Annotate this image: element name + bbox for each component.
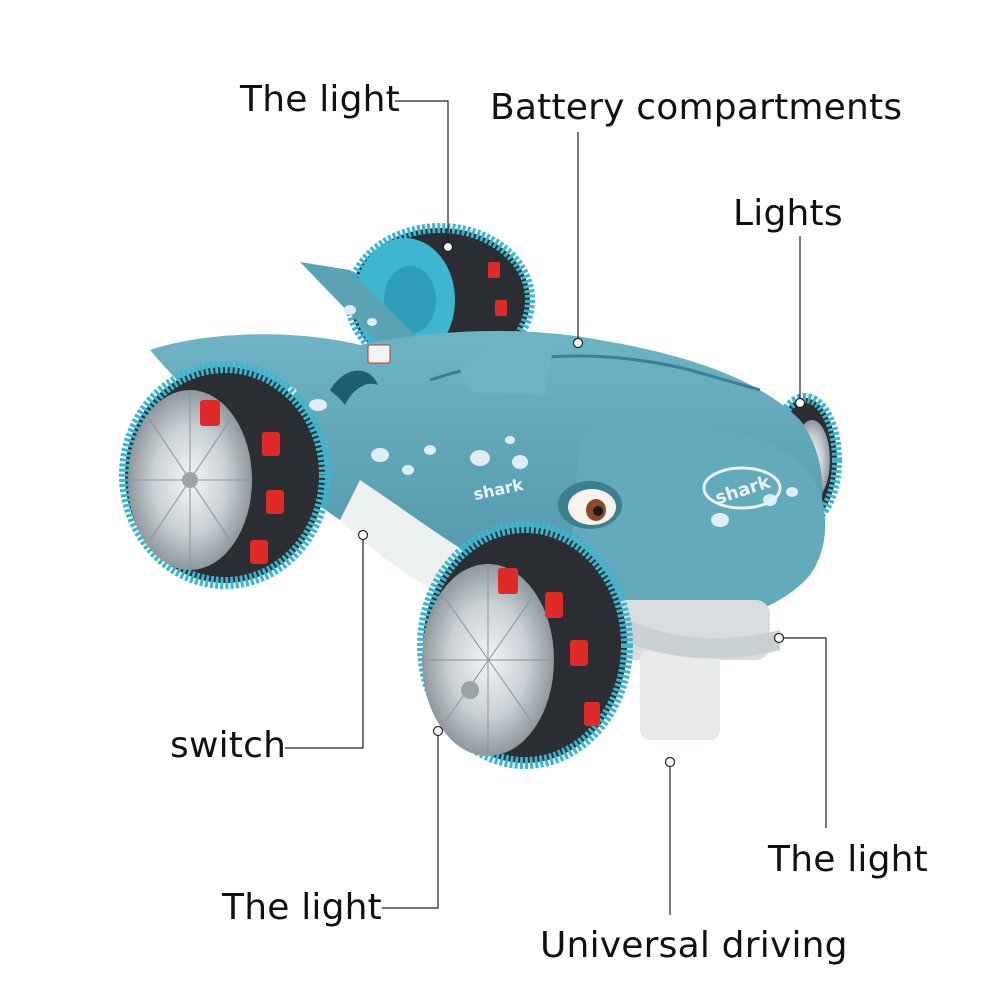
callout-label-the-light-top-left: The light xyxy=(240,79,400,120)
front-right-wheel xyxy=(417,521,633,769)
callout-lines xyxy=(285,100,827,915)
callout-label-the-light-bottom-left: The light xyxy=(222,887,382,928)
callout-label-the-light-bottom-right: The light xyxy=(768,839,928,880)
callout-label-lights: Lights xyxy=(733,193,843,234)
callout-label-battery-compartments: Battery compartments xyxy=(490,87,903,128)
callout-label-universal-driving: Universal driving xyxy=(540,925,848,966)
front-left-wheel xyxy=(119,361,331,589)
callout-label-switch: switch xyxy=(170,725,287,766)
